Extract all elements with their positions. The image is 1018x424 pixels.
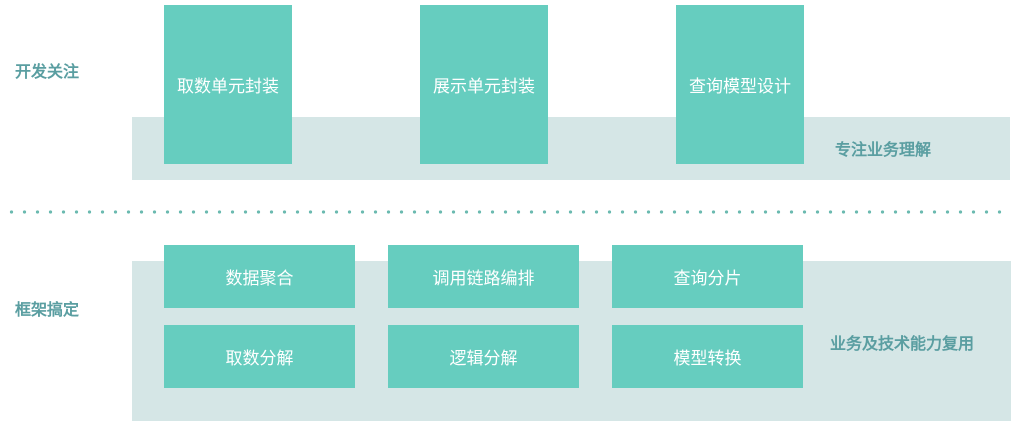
diagram-box: 展示单元封装 <box>420 5 548 164</box>
diagram-box: 查询模型设计 <box>676 5 804 164</box>
diagram-box: 逻辑分解 <box>388 325 579 388</box>
diagram-box: 取数单元封装 <box>164 5 292 164</box>
section-label-dev-focus: 开发关注 <box>15 62 80 81</box>
diagram-box: 数据聚合 <box>164 245 355 308</box>
diagram-box: 查询分片 <box>612 245 803 308</box>
band-label-bottom: 业务及技术能力复用 <box>830 334 975 353</box>
dotted-divider <box>5 210 1009 214</box>
diagram-box: 调用链路编排 <box>388 245 579 308</box>
band-label-top: 专注业务理解 <box>835 140 932 159</box>
diagram-box: 取数分解 <box>164 325 355 388</box>
diagram-box: 模型转换 <box>612 325 803 388</box>
section-label-framework: 框架搞定 <box>15 300 80 319</box>
